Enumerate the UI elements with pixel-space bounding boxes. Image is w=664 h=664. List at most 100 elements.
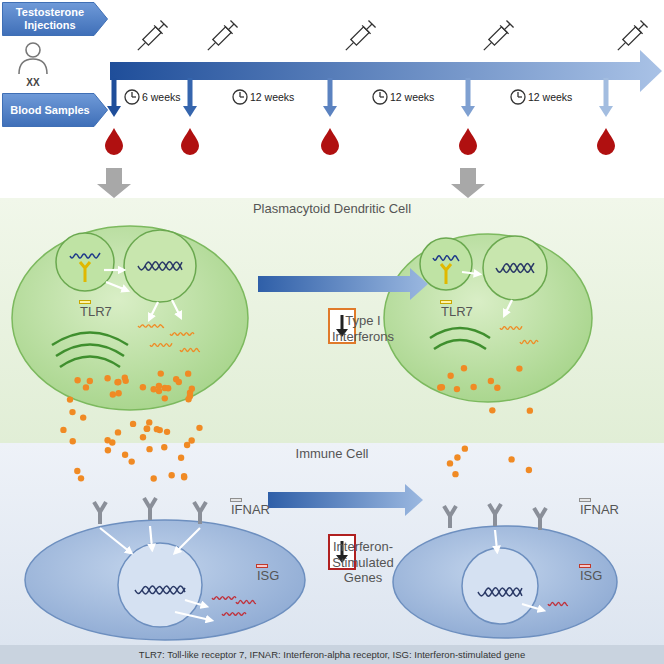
mrna [138,325,164,328]
interferon-dot [178,455,184,461]
interferon-dot [452,471,458,477]
syringe [342,20,377,55]
interferon-dot [185,396,191,402]
signal-arrow [175,612,210,620]
interval-label: 12 weeks [528,91,572,104]
tick-head [323,106,337,117]
interferon-dot [104,375,110,381]
result-box: Interferon-Stimulated Genes [328,534,356,570]
interferon-dot [144,426,150,432]
ifnar-receptor [94,502,106,524]
interferon-dot [189,386,195,392]
dna-helix [135,586,185,594]
interferon-dot [526,467,532,473]
signal-arrow [172,300,180,316]
timeline-label: Testosterone Injections [2,2,108,36]
mrna [150,343,172,346]
node-text: Type I Interferons [330,313,396,344]
sample-ticks [105,78,615,155]
interferon-dot [80,414,86,420]
interferon-dot [461,365,467,371]
interferon-dot [181,474,187,480]
panel-title: Immune Cell [0,446,664,462]
blue-band [0,443,664,645]
tick-shaft [188,78,193,107]
abbreviation-caption: TLR7: Toll-like receptor 7, IFNAR: Inter… [0,645,664,664]
person-icon [19,43,47,74]
timeline-arrow [110,50,662,92]
interferon-dot [115,379,121,385]
node-text: IFNAR [231,502,241,518]
signal-arrow [176,528,200,552]
interferon-dot [185,370,191,376]
interferon-dot [439,384,445,390]
result-box: Type I Interferons [328,308,356,344]
tick-head [183,106,197,117]
interferon-dot [74,377,80,383]
interferon-dot [115,429,121,435]
tick-shaft [112,78,117,107]
signal-arrow [150,302,158,318]
tick-shaft [604,78,609,107]
interferon-dot [128,458,134,464]
signal-arrow [522,604,542,610]
clock-icon [233,90,247,104]
interferon-dot [489,407,495,413]
change-arrow [268,484,423,516]
interferon-dot [150,386,156,392]
clock-icon [125,90,139,104]
interval-label: 12 weeks [250,91,294,104]
blood-drop [459,128,477,155]
syringe [480,20,515,55]
interferon-dot [168,472,174,478]
node-text: Testosterone Injections [6,6,94,31]
tick-head [107,106,121,117]
immune-cell [25,520,305,640]
interferon-dot [78,475,84,481]
mrna [520,340,538,343]
endosome [56,233,114,291]
timeline-label: Blood Samples [2,93,108,127]
dna-helix [496,263,534,273]
mrna [222,613,246,616]
interferon-dot [140,434,146,440]
immune-cell [393,526,617,638]
interferon-dot [150,475,156,481]
nucleus [483,236,547,300]
change-arrow [258,268,428,300]
syringe [204,20,239,55]
interferon-dot [146,419,152,425]
tick-head [599,106,613,117]
mrna [180,349,200,352]
mrna [548,603,568,606]
interferon-dot [527,407,533,413]
interferon-dot [508,456,514,462]
endoplasmic-reticulum [52,328,490,367]
interferon-dot [67,396,73,402]
interferon-dot [83,384,89,390]
interferon-dot [462,445,468,451]
blood-drop [597,128,615,155]
tlr7-receptor [441,264,451,284]
signal-arrow [185,600,205,606]
interferon-dot [161,444,167,450]
chromosome-label: XX [26,77,39,89]
interferon-dot [70,438,76,444]
clock-icon [511,90,525,104]
green-band [0,198,664,443]
node-text: TLR7 [441,304,451,320]
interferon-dot [494,385,500,391]
cell-panel: Plasmacytoid Dendritic CellTLR7Type I In… [0,198,664,443]
mrna [236,601,256,604]
interferon-dot [516,365,522,371]
interferon-dot [488,378,494,384]
gene-tag: ISG [579,564,591,568]
mrna [170,333,194,336]
interferon-dot [87,378,93,384]
ifnar-receptor [534,508,546,530]
syringe [134,20,169,55]
dna-helix [138,262,182,270]
interferon-dot [196,425,202,431]
interferon-dot [105,447,111,453]
